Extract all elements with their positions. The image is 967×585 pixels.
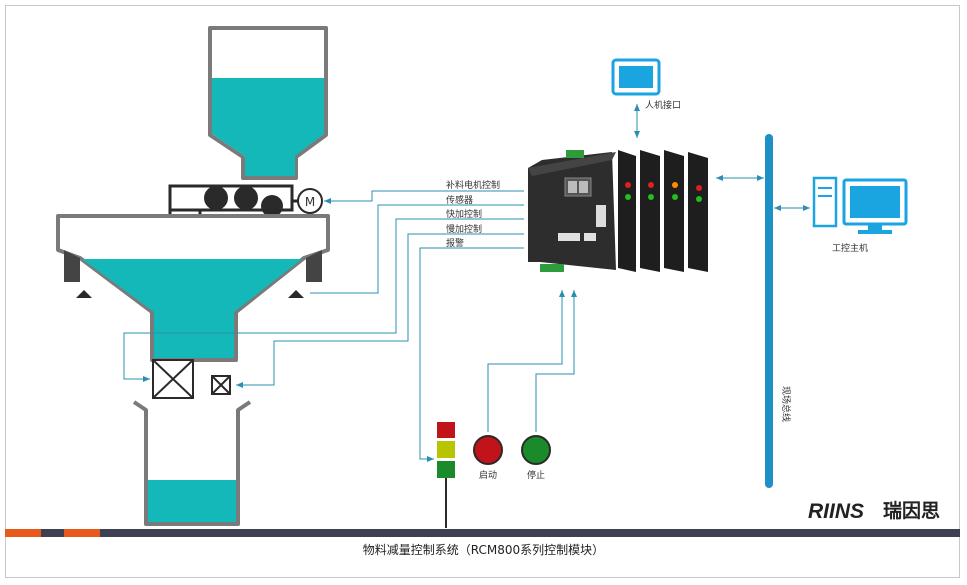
riins-logo: RIINS 瑞因思 xyxy=(808,499,940,523)
signal-fast-label: 快加控制 xyxy=(446,208,482,220)
pc-label: 工控主机 xyxy=(832,242,868,254)
motor-symbol: M xyxy=(305,195,315,209)
signal-alarm-label: 报警 xyxy=(446,237,464,249)
signal-lines xyxy=(123,104,810,462)
fieldbus-label: 现场总线 xyxy=(780,386,792,422)
bottom-bar xyxy=(5,529,960,537)
signal-sensor-label: 传感器 xyxy=(446,194,473,206)
desktop-pc-icon xyxy=(812,176,908,234)
svg-text:RIINS: RIINS xyxy=(808,500,864,523)
receiving-bucket xyxy=(132,400,252,526)
hmi-label: 人机接口 xyxy=(645,99,681,111)
svg-text:瑞因思: 瑞因思 xyxy=(883,499,940,522)
signal-slow-label: 慢加控制 xyxy=(446,223,482,235)
motor-M-icon: M xyxy=(292,188,323,214)
supply-hopper xyxy=(208,26,328,180)
start-label: 启动 xyxy=(479,469,497,481)
rcm800-controller xyxy=(528,150,708,272)
alarm-light-icon xyxy=(437,422,455,528)
start-button[interactable] xyxy=(473,435,503,465)
weigh-hopper xyxy=(56,214,330,362)
monitor-icon xyxy=(611,58,661,96)
signal-motor-label: 补料电机控制 xyxy=(446,179,500,191)
stop-label: 停止 xyxy=(527,469,545,481)
slow-valve-icon xyxy=(211,375,231,395)
stop-button[interactable] xyxy=(521,435,551,465)
diagram-frame xyxy=(5,5,960,578)
diagram-caption: 物料减量控制系统（RCM800系列控制模块） xyxy=(362,543,605,557)
fast-valve-icon xyxy=(152,359,194,399)
